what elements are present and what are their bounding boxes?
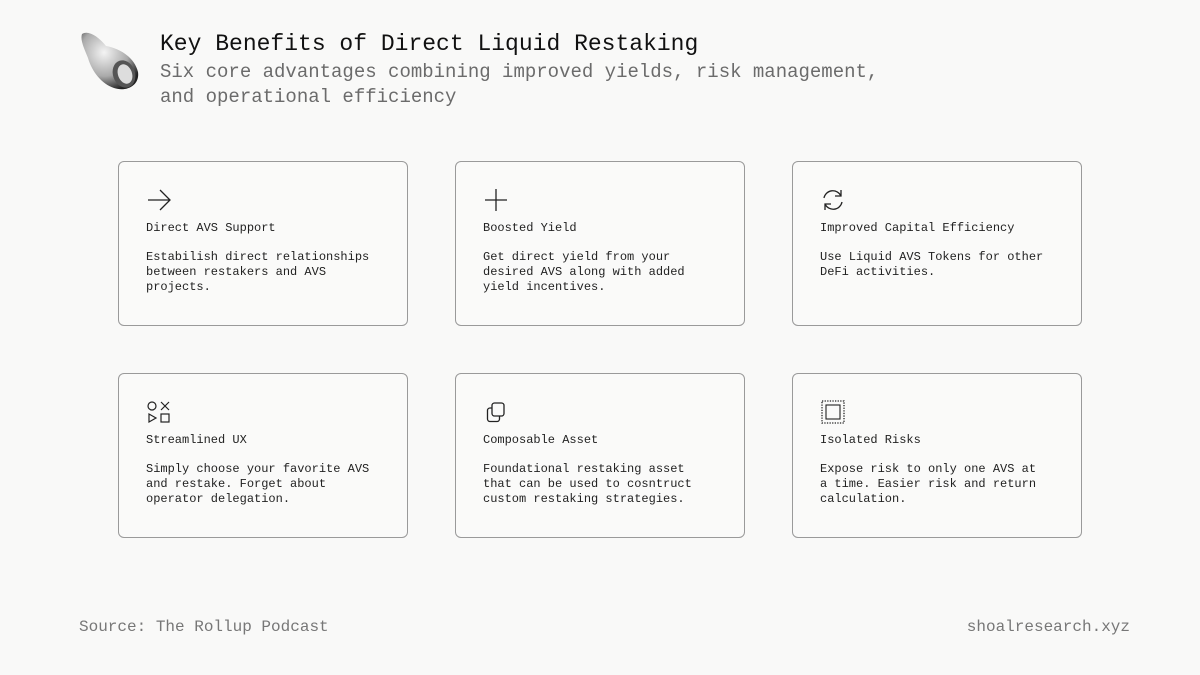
benefit-card: Composable Asset Foundational restaking … [455,373,745,538]
card-title: Streamlined UX [146,433,247,447]
card-description: Get direct yield from your desired AVS a… [483,250,685,294]
refresh-icon [823,190,843,210]
benefit-card: Direct AVS Support Estabilish direct rel… [118,161,408,326]
card-title: Direct AVS Support [146,221,276,235]
source-text: Source: The Rollup Podcast [79,618,329,636]
site-link[interactable]: shoalresearch.xyz [966,618,1130,636]
card-title: Improved Capital Efficiency [820,221,1015,235]
benefit-card: Isolated Risks Expose risk to only one A… [792,373,1082,538]
plus-icon [485,189,507,211]
card-description: Expose risk to only one AVS at a time. E… [820,462,1037,506]
card-description: Use Liquid AVS Tokens for other DeFi act… [820,250,1044,279]
card-description: Simply choose your favorite AVS and rest… [146,462,370,506]
card-title: Isolated Risks [820,433,921,447]
shapes-icon [147,401,170,424]
card-title: Composable Asset [483,433,599,447]
benefit-card: Improved Capital Efficiency Use Liquid A… [792,161,1082,326]
shell-logo-icon [81,32,139,90]
card-description: Estabilish direct relationships between … [146,250,370,294]
page-subtitle: Six core advantages combining improved y… [160,61,879,108]
copy-icon [486,402,505,423]
card-description: Foundational restaking asset that can be… [483,462,692,506]
benefit-card: Streamlined UX Simply choose your favori… [118,373,408,538]
benefit-card: Boosted Yield Get direct yield from your… [455,161,745,326]
page-title: Key Benefits of Direct Liquid Restaking [160,31,699,57]
card-title: Boosted Yield [483,221,577,235]
dotted-square-icon [821,400,845,424]
arrow-right-icon [148,189,171,211]
